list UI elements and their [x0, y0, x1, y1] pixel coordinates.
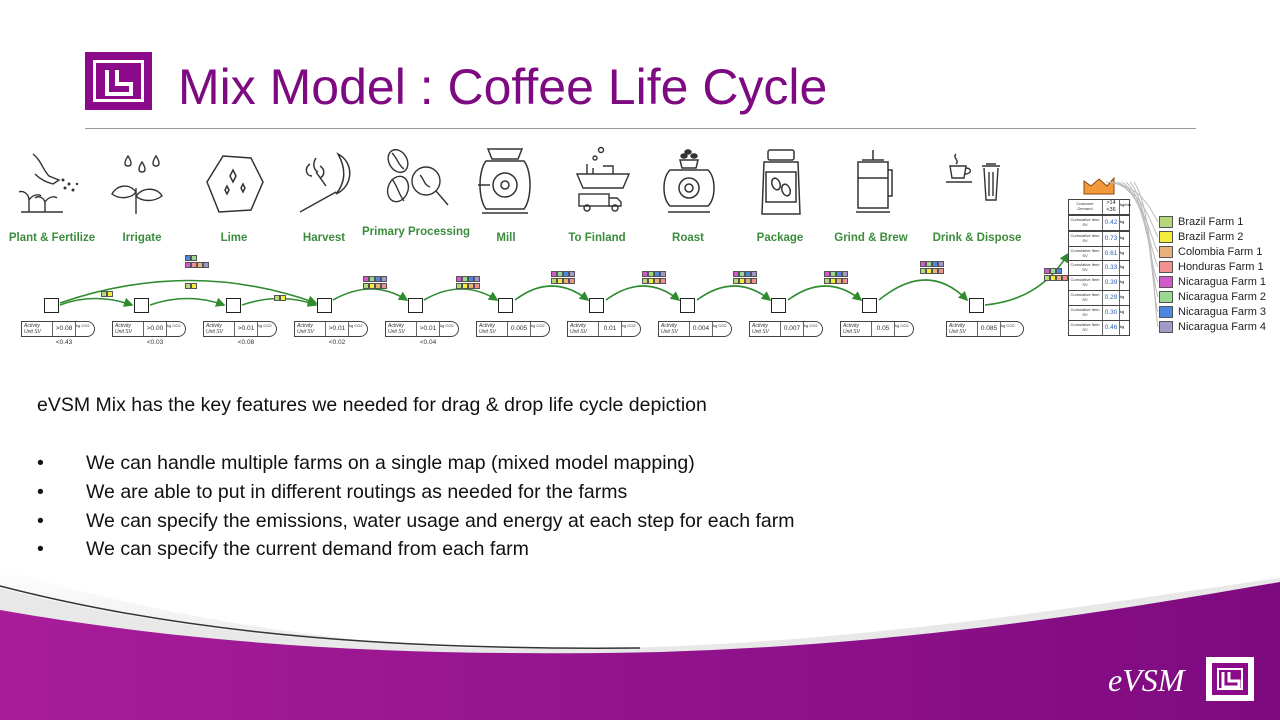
lime-icon: [206, 155, 264, 213]
grind-brew-icon: [856, 150, 893, 213]
farm-swatch: [1159, 231, 1173, 243]
step-label-lime: Lime: [220, 232, 248, 244]
process-box[interactable]: [134, 298, 149, 313]
step-label-primary-processing: Primary Processing: [361, 226, 471, 238]
plant-fertilize-icon: [18, 153, 79, 213]
step-label-drink-dispose: Drink & Dispose: [932, 232, 1022, 244]
process-box[interactable]: [589, 298, 604, 313]
step-label-package: Package: [756, 232, 804, 244]
harvest-icon: [299, 152, 351, 213]
package-icon: [761, 149, 801, 215]
process-box[interactable]: [680, 298, 695, 313]
process-box[interactable]: [862, 298, 877, 313]
legend-item[interactable]: Brazil Farm 2: [1159, 230, 1279, 245]
irrigate-icon: [111, 154, 163, 214]
farm-swatch: [1159, 306, 1173, 318]
farm-swatch: [1159, 276, 1173, 288]
legend-item[interactable]: Nicaragua Farm 1: [1159, 275, 1279, 290]
legend-item[interactable]: Nicaragua Farm 3: [1159, 305, 1279, 320]
farm-swatch: [1159, 216, 1173, 228]
farm-connectors: [1105, 181, 1159, 328]
evsm-logo: [1206, 657, 1254, 701]
step-label-harvest: Harvest: [302, 232, 346, 244]
legend-item[interactable]: Honduras Farm 1: [1159, 260, 1279, 275]
step-label-roast: Roast: [672, 232, 704, 244]
step-label-to-finland: To Finland: [568, 232, 626, 244]
process-box[interactable]: [498, 298, 513, 313]
title-divider: [85, 128, 1196, 129]
process-box[interactable]: [969, 298, 984, 313]
brand-name: eVSM: [1108, 662, 1185, 698]
page-title: Mix Model : Coffee Life Cycle: [178, 59, 828, 115]
process-box[interactable]: [226, 298, 241, 313]
farm-swatch: [1159, 291, 1173, 303]
process-box[interactable]: [408, 298, 423, 313]
step-label-plant: Plant & Fertilize: [8, 232, 96, 244]
primary-processing-icon: [386, 148, 449, 206]
farm-swatch: [1159, 261, 1173, 273]
process-box[interactable]: [771, 298, 786, 313]
legend-item[interactable]: Nicaragua Farm 2: [1159, 290, 1279, 305]
legend-item[interactable]: Colombia Farm 1: [1159, 245, 1279, 260]
to-finland-icon: [575, 146, 631, 212]
drink-dispose-icon: [946, 153, 1000, 201]
roast-icon: [663, 149, 715, 213]
step-label-grind-brew: Grind & Brew: [834, 232, 908, 244]
legend-item[interactable]: Nicaragua Farm 4: [1159, 320, 1279, 335]
legend-item[interactable]: Brazil Farm 1: [1159, 215, 1279, 230]
farm-swatch: [1159, 321, 1173, 333]
evsm-logo: [85, 52, 152, 110]
intro-text: eVSM Mix has the key features we needed …: [37, 394, 707, 416]
step-label-irrigate: Irrigate: [122, 232, 162, 244]
farm-swatch: [1159, 246, 1173, 258]
mill-icon: [478, 148, 531, 214]
customer-factory-icon: [1083, 176, 1115, 195]
step-label-mill: Mill: [496, 232, 516, 244]
footer-band: [0, 568, 1280, 720]
process-box[interactable]: [44, 298, 59, 313]
process-box[interactable]: [317, 298, 332, 313]
